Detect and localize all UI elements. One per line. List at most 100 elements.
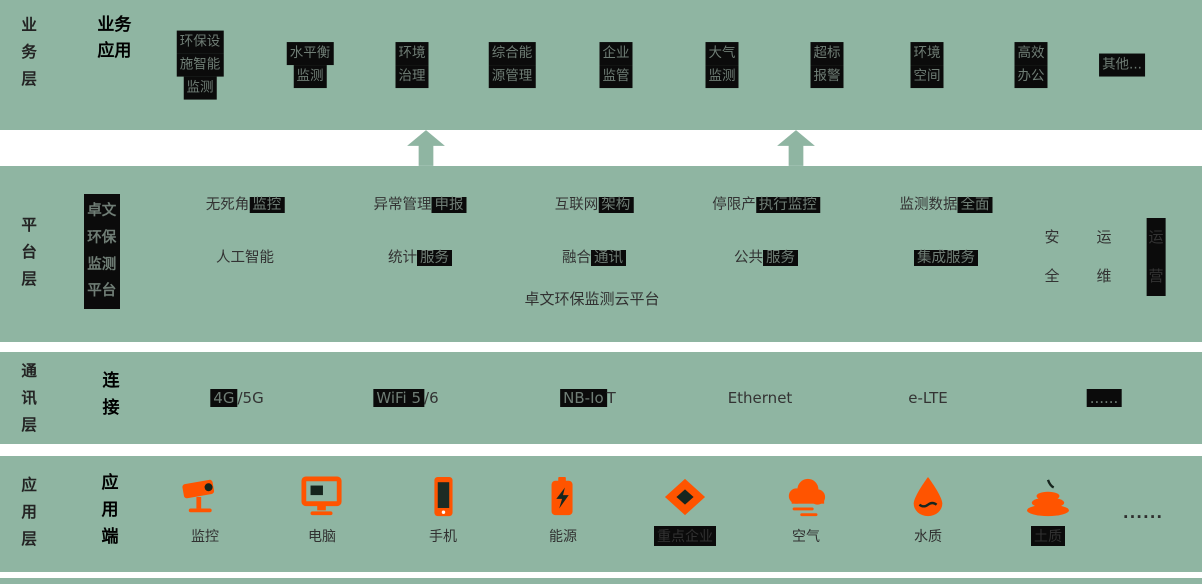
platform-item-highlight: 全面 [957,197,993,213]
business-item-line: 监管 [599,65,633,88]
business-item: 环境 治理 [395,42,429,88]
up-arrow-icon [777,130,815,166]
platform-side-security: 安全 [1044,228,1060,285]
comm-item-text: Ethernet [727,389,793,407]
platform-item: 异常管理申报 [374,193,467,214]
enterprise-diamond-icon [664,478,706,516]
app-item: 水质 [905,476,951,546]
comm-item-highlight: ...... [1086,389,1122,407]
platform-item: 公共服务 [734,246,798,267]
app-item: 重点企业 [654,476,716,546]
business-item: 水平衡 监测 [286,42,334,88]
business-item: 环境 空间 [910,42,944,88]
platform-item-highlight: 集成服务 [914,250,978,266]
platform-item-text: 无死角 [205,197,250,213]
platform-item-text: 异常管理 [373,197,432,213]
business-layer-band: 业务层 业务应用 环保设 施智能 监测 水平衡 监测 环境 治理 综合能 源管理… [0,0,1202,130]
platform-item-text: 监测数据 [899,197,958,213]
app-more-ellipsis: ...... [1122,504,1164,522]
platform-item-text: 公共 [734,250,763,266]
bottom-strip [0,578,1202,584]
platform-item: 人工智能 [216,246,274,267]
comm-item: 4G/5G [210,389,264,407]
business-item-line: 超标 [810,42,844,65]
app-item-label: 水质 [914,529,942,545]
business-item: 其他... [1099,53,1145,77]
platform-item: 无死角监控 [206,193,285,214]
app-item-label: 能源 [549,529,577,545]
business-item-line: 高效 [1014,42,1048,65]
app-item: 能源 [540,476,586,546]
platform-layer-label: 平台层 [21,216,37,289]
business-item: 综合能 源管理 [488,42,536,88]
business-item-line: 环境 [910,42,944,65]
platform-item-highlight: 执行监控 [755,197,820,213]
business-group-label: 业务应用 [97,15,132,61]
platform-item-highlight: 架构 [598,197,634,213]
platform-item: 互联网架构 [555,193,634,214]
platform-item-text: 互联网 [554,197,599,213]
comm-item: Ethernet [728,389,793,407]
business-item-line: 环保设 [176,30,224,54]
app-item-label: 手机 [429,529,457,545]
platform-group-label: 卓文环保监测平台 [84,194,120,310]
comm-item-text: /5G [237,389,264,407]
business-item-line: 办公 [1014,65,1048,88]
comm-layer-label: 通讯层 [21,362,37,435]
water-drop-icon [913,476,943,517]
comm-group-label: 连接 [102,371,120,419]
app-item: 土质 [1025,476,1071,546]
phone-icon [434,476,453,517]
app-group-label: 应用端 [101,473,119,548]
business-item-line: 监测 [293,65,327,88]
comm-item-highlight: NB-Io [560,389,607,407]
cctv-camera-icon [182,479,215,513]
cloud-platform-label: 卓文环保监测云平台 [524,290,660,308]
up-arrow-icon [407,130,445,166]
business-item-line: 报警 [810,65,844,88]
computer-icon [301,476,342,516]
business-item-line: 治理 [395,65,429,88]
app-item-label: 土质 [1031,526,1065,546]
business-item: 超标 报警 [810,42,844,88]
business-item-line: 监测 [705,65,739,88]
business-item-line: 企业 [599,42,633,65]
air-cloud-icon [788,478,826,517]
business-item-line: 大气 [705,42,739,65]
business-item-line: 环境 [395,42,429,65]
platform-item: 集成服务 [914,246,978,267]
app-item-label: 监控 [191,529,219,545]
platform-item-highlight: 服务 [763,250,798,266]
platform-item-text: 统计 [388,250,417,266]
app-item: 空气 [783,476,829,546]
app-item-label: 空气 [792,529,820,545]
comm-item-text: T [606,389,616,407]
platform-item-text: 停限产 [712,197,756,213]
platform-item-highlight: 申报 [431,197,467,213]
app-layer-band: 应用层 应用端 监控 电脑 [0,456,1202,572]
business-item: 企业 监管 [599,42,633,88]
soil-layers-icon [1027,479,1069,517]
platform-item: 统计服务 [388,246,452,267]
platform-item: 停限产执行监控 [712,193,820,214]
business-item: 环保设 施智能 监测 [176,30,224,100]
comm-item-text: e-LTE [908,389,948,407]
comm-item: ...... [1086,389,1122,407]
comm-item-highlight: WiFi 5 [373,389,425,407]
platform-item-highlight: 通讯 [591,250,626,266]
comm-item: e-LTE [908,389,948,407]
app-layer-label: 应用层 [21,476,37,549]
business-item-line: 源管理 [488,65,536,88]
business-item: 高效 办公 [1014,42,1048,88]
app-item-label: 电脑 [308,529,336,545]
platform-item-highlight: 服务 [417,250,452,266]
app-item-label: 重点企业 [654,526,716,546]
business-item-line: 监测 [183,76,217,100]
business-item-line: 综合能 [488,42,536,65]
platform-item-text: 人工智能 [216,250,274,266]
comm-item-highlight: 4G [210,389,238,407]
platform-side-business-ops: 运营 [1146,218,1166,296]
